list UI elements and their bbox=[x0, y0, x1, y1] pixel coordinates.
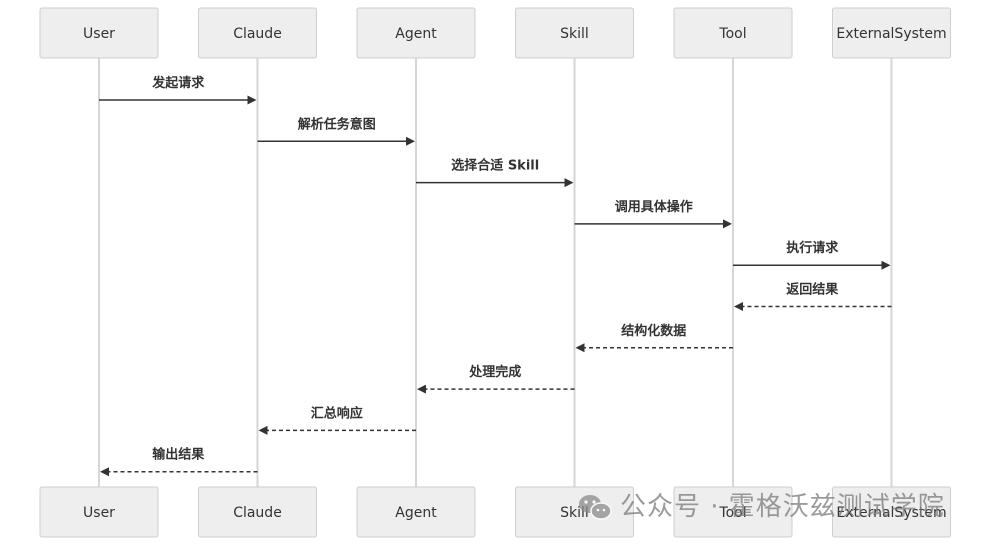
participant-box bbox=[832, 7, 951, 59]
participant-user-bottom: User bbox=[39, 486, 159, 538]
participant-label: Tool bbox=[718, 26, 746, 42]
participant-box bbox=[356, 7, 476, 59]
participant-agent-bottom: Agent bbox=[356, 486, 476, 538]
message-3: 选择合适 Skill bbox=[416, 158, 574, 188]
participant-skill-bottom: Skill bbox=[515, 486, 634, 538]
message-label: 汇总响应 bbox=[311, 405, 363, 421]
arrowhead-icon bbox=[406, 136, 415, 146]
message-9: 汇总响应 bbox=[258, 405, 416, 435]
message-8: 处理完成 bbox=[417, 364, 575, 394]
participant-externalsystem-bottom: ExternalSystem bbox=[832, 486, 951, 538]
participant-user-top: User bbox=[39, 7, 159, 59]
lifelines bbox=[98, 58, 893, 487]
participant-claude-bottom: Claude bbox=[198, 486, 317, 538]
message-label: 返回结果 bbox=[786, 282, 838, 298]
message-label: 发起请求 bbox=[151, 75, 205, 91]
participant-label: User bbox=[83, 26, 115, 42]
participant-externalsystem-top: ExternalSystem bbox=[832, 7, 951, 59]
wechat-icon bbox=[579, 495, 612, 520]
arrowhead-icon bbox=[734, 302, 743, 311]
participant-label: Tool bbox=[718, 505, 746, 521]
participant-box bbox=[515, 486, 634, 538]
participant-box bbox=[39, 486, 159, 538]
participant-box bbox=[198, 486, 317, 538]
message-10: 输出结果 bbox=[100, 447, 258, 477]
participant-box bbox=[673, 7, 793, 59]
participant-claude-top: Claude bbox=[198, 7, 317, 59]
arrowhead-icon bbox=[100, 467, 109, 477]
message-7: 结构化数据 bbox=[575, 323, 733, 353]
message-label: 执行请求 bbox=[786, 240, 839, 256]
watermark: 公众号 · 霍格沃兹测试学院 bbox=[579, 492, 945, 522]
message-2: 解析任务意图 bbox=[257, 116, 415, 146]
message-label: 输出结果 bbox=[152, 447, 204, 463]
participant-box bbox=[39, 7, 159, 59]
participant-tool-bottom: Tool bbox=[673, 486, 793, 538]
participant-label: Agent bbox=[395, 505, 437, 521]
arrowhead-icon bbox=[575, 343, 585, 353]
participant-label: ExternalSystem bbox=[836, 505, 946, 521]
arrowhead-icon bbox=[881, 260, 891, 270]
participant-box bbox=[515, 7, 634, 59]
participant-label: Skill bbox=[560, 26, 589, 42]
participant-box bbox=[356, 486, 476, 538]
participant-label: ExternalSystem bbox=[836, 26, 946, 42]
message-1: 发起请求 bbox=[99, 75, 257, 105]
arrowhead-icon bbox=[247, 95, 257, 105]
arrowhead-icon bbox=[258, 425, 268, 435]
message-label: 处理完成 bbox=[468, 364, 521, 380]
message-6: 返回结果 bbox=[734, 282, 892, 311]
participant-box bbox=[832, 486, 951, 538]
message-5: 执行请求 bbox=[733, 240, 891, 270]
message-label: 结构化数据 bbox=[621, 323, 686, 339]
participant-label: Claude bbox=[233, 26, 282, 42]
participant-agent-top: Agent bbox=[356, 7, 476, 59]
participant-skill-top: Skill bbox=[515, 7, 634, 59]
participant-label: Claude bbox=[233, 505, 282, 521]
participant-label: User bbox=[83, 505, 115, 521]
message-4: 调用具体操作 bbox=[574, 199, 732, 229]
message-label: 选择合适 Skill bbox=[451, 158, 539, 174]
message-label: 解析任务意图 bbox=[297, 116, 376, 132]
participant-tool-top: Tool bbox=[673, 7, 793, 59]
participants-bottom: User Claude Agent Skill Tool ExternalSystem bbox=[39, 486, 951, 538]
message-label: 调用具体操作 bbox=[615, 199, 693, 215]
participant-box bbox=[198, 7, 317, 59]
arrowhead-icon bbox=[564, 178, 574, 188]
watermark-text: 公众号 · 霍格沃兹测试学院 bbox=[620, 492, 945, 522]
arrowhead-icon bbox=[723, 219, 732, 229]
participant-box bbox=[673, 486, 793, 538]
participant-label: Agent bbox=[395, 26, 437, 42]
participants-top: User Claude Agent Skill Tool ExternalSystem bbox=[39, 7, 951, 59]
arrowhead-icon bbox=[417, 384, 426, 394]
